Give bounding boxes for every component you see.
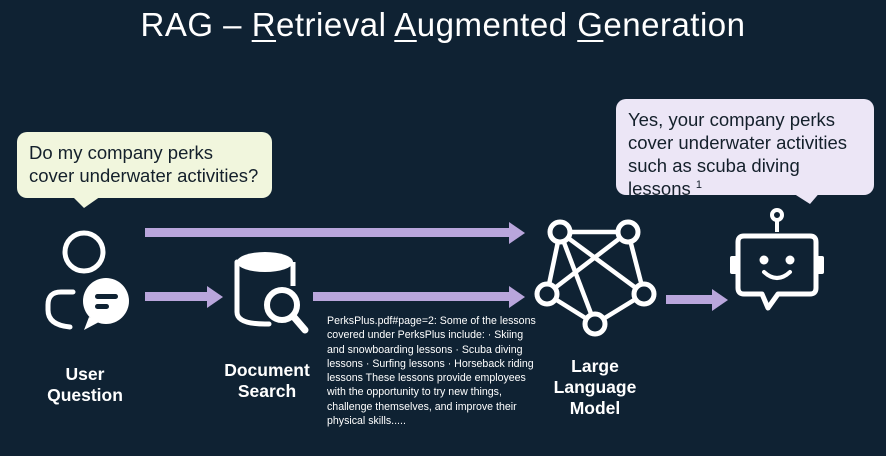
database-search-icon [234, 252, 309, 334]
arrow-user-to-search [145, 285, 223, 308]
arrow-llm-to-bot [666, 288, 728, 311]
title-initial-g: G [577, 6, 604, 43]
title-word-generation: eneration [603, 6, 746, 43]
answer-text: Yes, your company perks cover underwater… [628, 109, 848, 199]
title-word-retrieval: etrieval [276, 6, 395, 43]
label-llm: Large Language Model [545, 356, 645, 419]
citation-marker: 1 [695, 178, 702, 191]
page-title: RAG – Retrieval Augmented Generation [0, 6, 886, 44]
arrow-question-to-llm [145, 221, 525, 244]
title-prefix: RAG – [140, 6, 252, 43]
label-llm-line1: Large [571, 356, 619, 376]
arrow-search-to-llm [313, 285, 525, 308]
label-user-line1: User [65, 364, 105, 384]
answer-bubble: Yes, your company perks cover underwater… [616, 99, 874, 199]
label-search-line2: Search [237, 381, 297, 401]
label-user-question: User Question [40, 364, 130, 406]
title-word-augmented: ugmented [416, 6, 578, 43]
question-bubble: Do my company perks cover underwater act… [17, 132, 272, 198]
title-initial-r: R [251, 6, 277, 43]
label-search-line1: Document [224, 360, 310, 380]
robot-chat-icon [730, 208, 824, 311]
title-initial-a: A [394, 6, 417, 43]
label-llm-line2: Language [553, 377, 637, 397]
label-user-line2: Question [47, 385, 123, 405]
neural-network-icon [534, 219, 657, 337]
user-chat-icon [45, 230, 129, 330]
question-text: Do my company perks cover underwater act… [29, 142, 259, 186]
label-llm-line3: Model [569, 398, 621, 418]
label-document-search: Document Search [215, 360, 319, 402]
retrieved-snippet: PerksPlus.pdf#page=2: Some of the lesson… [327, 315, 536, 428]
